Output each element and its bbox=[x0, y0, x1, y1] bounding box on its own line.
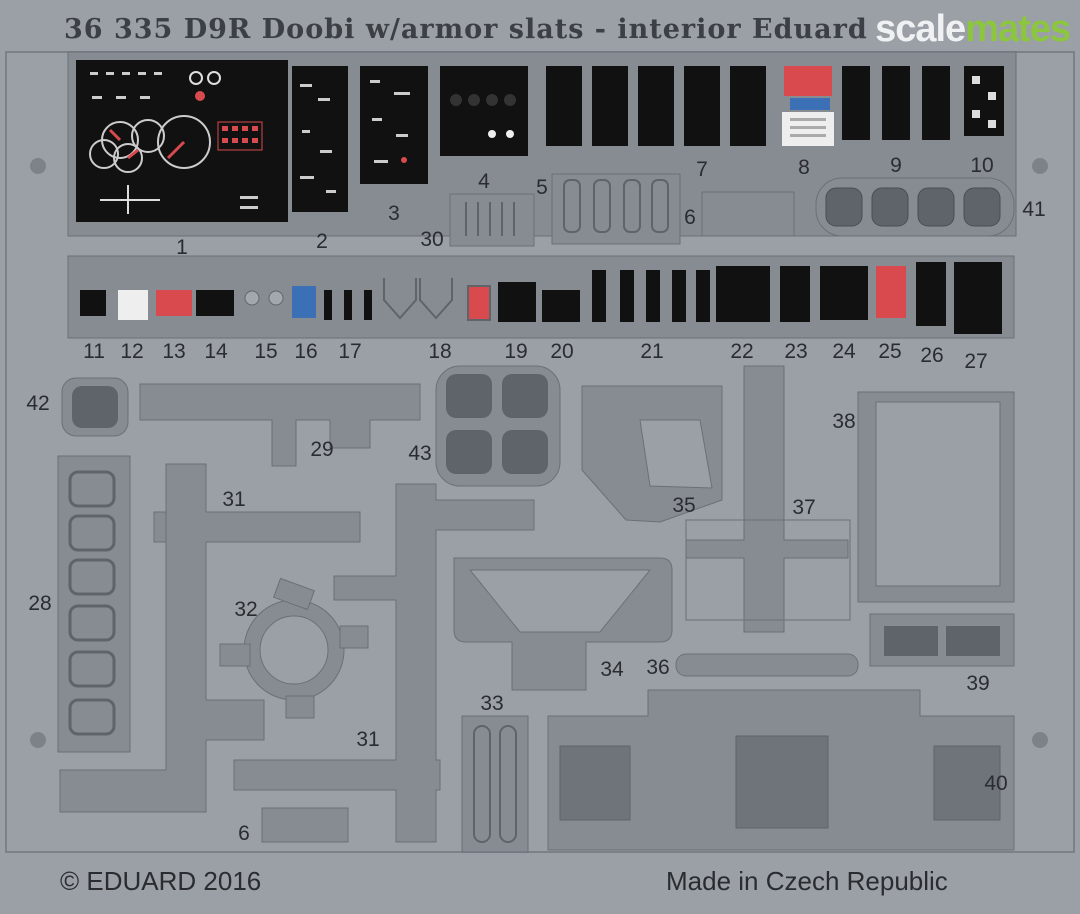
part-number: 12 bbox=[120, 340, 144, 363]
part-number: 6 bbox=[238, 822, 250, 845]
part-number: 42 bbox=[26, 392, 50, 415]
part-41-grilles bbox=[825, 187, 1001, 227]
part-number: 8 bbox=[798, 156, 810, 179]
part-number: 28 bbox=[28, 592, 52, 615]
part-number: 40 bbox=[984, 772, 1008, 795]
watermark-logo: scalemates bbox=[875, 8, 1071, 51]
mounting-hole bbox=[1032, 158, 1048, 174]
part-2-panel bbox=[292, 66, 348, 212]
part-number: 43 bbox=[408, 442, 432, 465]
part-number: 7 bbox=[696, 158, 708, 181]
part-number: 21 bbox=[640, 340, 664, 363]
part-33 bbox=[461, 715, 529, 853]
part-number: 5 bbox=[536, 176, 548, 199]
part-23 bbox=[780, 266, 810, 322]
part-number: 22 bbox=[730, 340, 754, 363]
part-number: 25 bbox=[878, 340, 902, 363]
part-30 bbox=[449, 193, 535, 247]
part-number: 10 bbox=[970, 154, 994, 177]
part-number: 15 bbox=[254, 340, 278, 363]
part-number: 17 bbox=[338, 340, 362, 363]
part-7-vent-panels bbox=[546, 66, 766, 146]
part-8-placards bbox=[782, 66, 834, 146]
part-17 bbox=[324, 290, 372, 320]
part-number: 39 bbox=[966, 672, 990, 695]
part-11 bbox=[80, 290, 106, 316]
copyright-text: © EDUARD 2016 bbox=[60, 866, 262, 896]
part-number: 29 bbox=[310, 438, 334, 461]
fret-title: 36 335 D9R Doobi w/armor slats - interio… bbox=[64, 14, 868, 45]
watermark-part1: scale bbox=[875, 8, 966, 50]
part-25 bbox=[876, 266, 906, 318]
part-26 bbox=[916, 262, 946, 326]
part-29 bbox=[139, 383, 421, 467]
part-number: 9 bbox=[890, 154, 902, 177]
mounting-hole bbox=[30, 158, 46, 174]
part-31-lower bbox=[233, 483, 535, 843]
part-number: 18 bbox=[428, 340, 452, 363]
part-13 bbox=[156, 290, 192, 316]
part-4-panel bbox=[440, 66, 528, 156]
part-number: 13 bbox=[162, 340, 186, 363]
watermark-part2: mates bbox=[965, 8, 1071, 50]
part-number: 41 bbox=[1022, 198, 1046, 221]
part-number: 32 bbox=[234, 598, 258, 621]
part-22 bbox=[716, 266, 770, 322]
part-number: 19 bbox=[504, 340, 528, 363]
part-21 bbox=[592, 270, 710, 322]
mounting-hole bbox=[1032, 732, 1048, 748]
part-41-frame bbox=[815, 177, 1015, 237]
part-number: 4 bbox=[478, 170, 490, 193]
part-14 bbox=[196, 290, 234, 316]
part-5 bbox=[551, 173, 681, 245]
part-number: 33 bbox=[480, 692, 504, 715]
part-number: 20 bbox=[550, 340, 574, 363]
part-number: 2 bbox=[316, 230, 328, 253]
part-number: 37 bbox=[792, 496, 816, 519]
origin-text: Made in Czech Republic bbox=[666, 866, 948, 896]
part-27 bbox=[954, 262, 1002, 334]
part-15 bbox=[244, 290, 260, 306]
part-9-panels bbox=[842, 66, 950, 140]
part-36 bbox=[675, 653, 859, 677]
mounting-hole bbox=[30, 732, 46, 748]
part-18 bbox=[383, 278, 491, 321]
part-number: 36 bbox=[646, 656, 670, 679]
part-6-top bbox=[701, 191, 795, 237]
part-24 bbox=[820, 266, 868, 320]
part-32 bbox=[219, 577, 369, 719]
part-number: 6 bbox=[684, 206, 696, 229]
part-number: 1 bbox=[176, 236, 188, 259]
part-number: 35 bbox=[672, 494, 696, 517]
part-number: 24 bbox=[832, 340, 856, 363]
part-12 bbox=[118, 290, 148, 320]
part-number: 14 bbox=[204, 340, 228, 363]
part-number: 23 bbox=[784, 340, 808, 363]
part-19 bbox=[498, 282, 536, 322]
part-number: 30 bbox=[420, 228, 444, 251]
part-number: 31 bbox=[222, 488, 246, 511]
part-number: 34 bbox=[600, 658, 624, 681]
part-number: 27 bbox=[964, 350, 988, 373]
part-number: 26 bbox=[920, 344, 944, 367]
part-16 bbox=[292, 286, 316, 318]
part-20 bbox=[542, 290, 580, 322]
part-6-lower bbox=[261, 807, 349, 843]
part-number: 11 bbox=[83, 340, 105, 363]
part-number: 16 bbox=[294, 340, 318, 363]
part-1-dashboard bbox=[76, 60, 288, 222]
part-15b bbox=[268, 290, 284, 306]
part-31-upper bbox=[59, 463, 361, 813]
part-number: 3 bbox=[388, 202, 400, 225]
part-3-panel bbox=[360, 66, 428, 184]
part-10-panel bbox=[964, 66, 1004, 136]
part-number: 31 bbox=[356, 728, 380, 751]
part-number: 38 bbox=[832, 410, 856, 433]
